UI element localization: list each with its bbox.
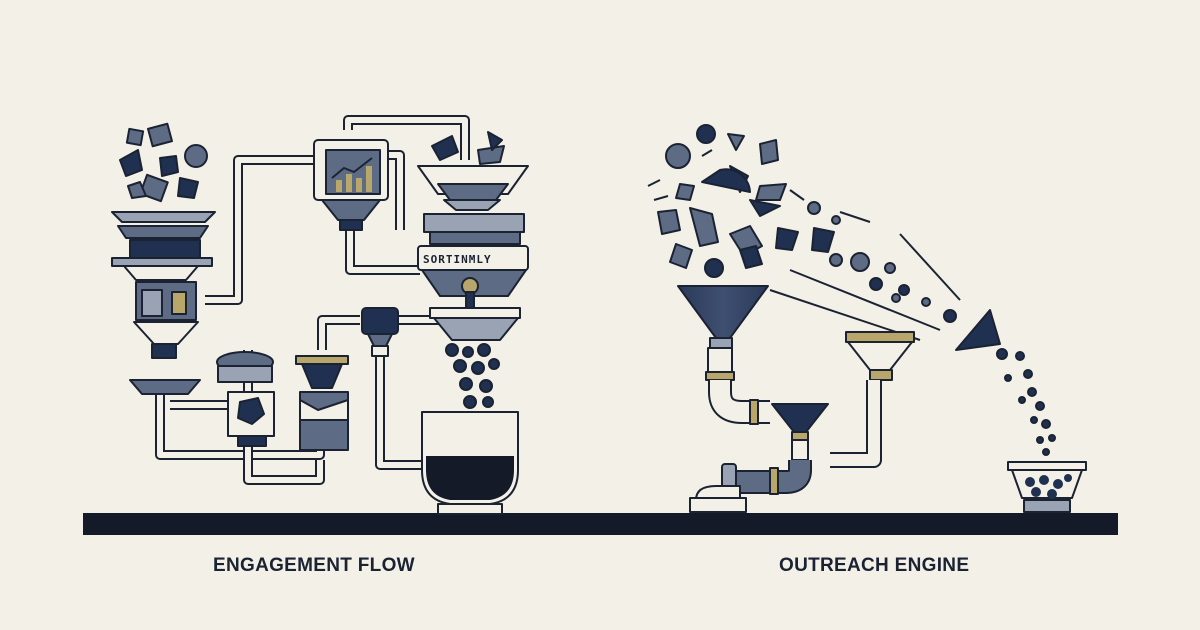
pipe-right bbox=[708, 380, 770, 424]
pipe-network bbox=[155, 115, 470, 485]
motion-streaks bbox=[647, 149, 961, 341]
outreach-engine bbox=[647, 124, 1087, 513]
scattered-shapes-right bbox=[657, 124, 1001, 351]
outreach-engine-caption: OUTREACH ENGINE bbox=[779, 555, 970, 576]
collection-bowl-left bbox=[421, 411, 519, 515]
funnel-small bbox=[771, 403, 829, 461]
sorting-tower: SORTINMLY bbox=[417, 131, 529, 341]
chart-screen-machine bbox=[313, 139, 389, 231]
funnel-gold-rim bbox=[830, 331, 915, 468]
engagement-flow-caption: ENGAGEMENT FLOW bbox=[213, 555, 415, 576]
stacked-trays bbox=[111, 211, 216, 281]
engagement-flow-machine: SORTINMLY bbox=[111, 115, 529, 515]
falling-dots-right bbox=[996, 348, 1056, 456]
funnel-large bbox=[677, 285, 769, 381]
chart-screen-icon bbox=[331, 157, 373, 192]
bag-hopper-machine bbox=[295, 355, 349, 451]
input-shapes-left bbox=[119, 122, 208, 203]
pipe-lower bbox=[689, 458, 812, 513]
left-grinder-machine bbox=[129, 281, 201, 395]
machine-label: SORTINMLY bbox=[423, 253, 492, 266]
ground-baseline bbox=[83, 513, 1118, 535]
collection-bowl-right bbox=[1007, 461, 1087, 513]
valve-block bbox=[361, 307, 399, 357]
pipe-coupling-gold bbox=[749, 399, 759, 425]
center-cell-machine bbox=[216, 351, 275, 447]
